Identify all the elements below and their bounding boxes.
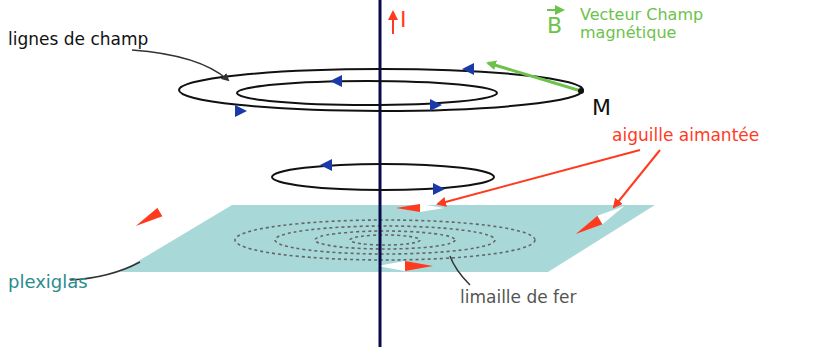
vector-sign (547, 9, 563, 11)
filings-label: limaille de fer (460, 288, 577, 307)
wire (379, 0, 382, 347)
plexiglas-label: plexiglas (8, 272, 88, 292)
point-m (578, 88, 584, 94)
current-arrow (392, 12, 394, 34)
field-lines (179, 69, 583, 190)
vector-label: Vecteur Champ magnétique (580, 6, 745, 41)
leader-needle (614, 150, 660, 207)
point-label: M (592, 96, 611, 120)
needle-label: aiguille aimantée (612, 126, 759, 145)
leader-field-lines (132, 50, 228, 80)
vector-symbol: B (547, 14, 562, 38)
iron-filings (235, 220, 535, 260)
leader-needle (438, 150, 640, 204)
b-vector (488, 63, 581, 91)
plexiglas-plate (120, 205, 655, 272)
current-label: I (400, 8, 407, 32)
leader-filings (450, 256, 470, 285)
field-lines-label: lignes de champ (8, 30, 148, 49)
field-direction-arrows (235, 63, 474, 195)
